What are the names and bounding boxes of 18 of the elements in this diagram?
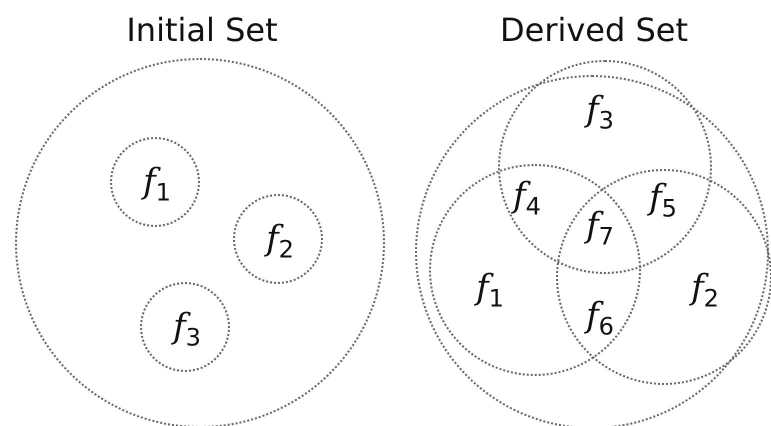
region-label: f$_{7}$ [586,206,614,250]
region-label: f$_{2}$ [691,268,719,312]
region-label: f$_{6}$ [586,296,614,340]
subset-circle [233,194,323,284]
region-label: f$_{3}$ [586,90,614,134]
subset-circle [140,282,230,372]
function-label: f$_{3}$ [173,306,201,352]
region-label: f$_{1}$ [476,268,504,312]
function-label: f$_{1}$ [143,162,171,206]
overlapping-circle [556,169,771,385]
overlapping-circle [498,60,712,274]
set-title: Initial Set [126,11,278,49]
region-label: f$_{4}$ [513,176,541,220]
set-title: Derived Set [500,11,688,49]
region-label: f$_{5}$ [649,178,677,222]
subset-circle [110,137,200,227]
overlapping-circle [429,164,641,376]
function-label: f$_{2}$ [266,218,294,264]
